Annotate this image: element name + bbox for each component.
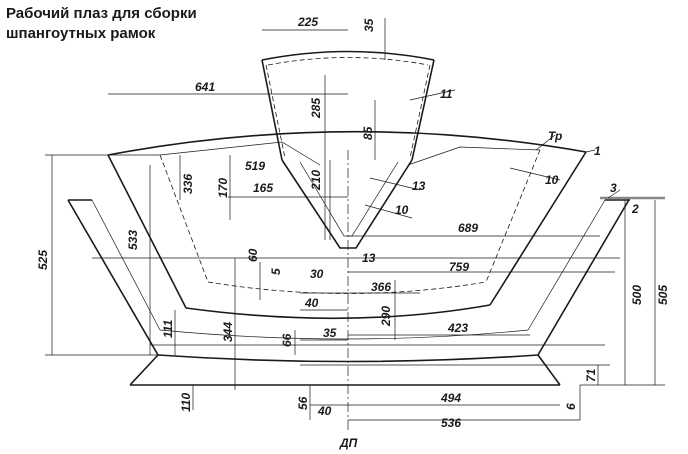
dim-35-top: 35 — [362, 18, 376, 32]
label-1: 1 — [594, 144, 601, 158]
label-tp: Тр — [548, 129, 562, 143]
frame2-inner-bottom — [159, 329, 529, 340]
dim-85: 85 — [361, 126, 375, 140]
drawing-title: Рабочий плаз для сборки шпангоутных рамо… — [6, 4, 246, 44]
cockpit-top-arc — [261, 50, 435, 61]
dim-344: 344 — [221, 322, 235, 342]
dim-225: 225 — [297, 15, 318, 29]
cockpit-dash-right — [409, 64, 431, 159]
dim-10-center: 10 — [395, 203, 409, 217]
title-line-2: шпангоутных рамок — [6, 25, 156, 42]
dim-35-b: 35 — [323, 326, 337, 340]
frame2-inner-left — [91, 199, 161, 331]
leader-13 — [369, 177, 421, 191]
dim-165: 165 — [253, 181, 273, 195]
dim-689: 689 — [458, 221, 478, 235]
leader-3 — [607, 189, 621, 199]
dim-536: 536 — [441, 416, 461, 430]
leader-10-right — [509, 167, 561, 181]
cockpit-dash-top — [267, 57, 429, 66]
dim-56: 56 — [296, 396, 310, 410]
dim-10-right: 10 — [545, 173, 559, 187]
label-2: 2 — [631, 202, 639, 216]
frame3-right — [537, 354, 561, 386]
dim-285: 285 — [309, 98, 323, 119]
dim-11: 11 — [440, 87, 453, 101]
dim-641: 641 — [195, 80, 215, 94]
title-line-1: Рабочий плаз для сборки — [6, 5, 197, 22]
keel-v — [281, 159, 413, 249]
dim-6: 6 — [564, 403, 578, 410]
label-3: 3 — [610, 181, 617, 195]
dim-66: 66 — [280, 333, 294, 347]
dim-30: 30 — [310, 267, 324, 281]
dim-525: 525 — [36, 250, 50, 270]
leader-tp — [535, 134, 556, 151]
cockpit-dash-left — [265, 64, 286, 159]
cockpit-side-left — [261, 59, 283, 161]
dim-505: 505 — [656, 285, 670, 305]
label-dp: ДП — [339, 436, 358, 450]
dim-519: 519 — [245, 159, 265, 173]
dim-210: 210 — [309, 170, 323, 191]
frame1-side-right — [489, 151, 587, 306]
dim-533: 533 — [126, 230, 140, 250]
frame2-side-right — [537, 197, 631, 356]
dim-13-b: 13 — [362, 251, 376, 265]
leader-11 — [409, 89, 456, 101]
frame1-deck-arc — [107, 130, 587, 156]
frame1-inner-left — [159, 154, 209, 283]
frame3-left — [129, 354, 159, 386]
frame1-inner-top-right — [407, 146, 541, 166]
dim-423: 423 — [447, 321, 468, 335]
dim-366: 366 — [371, 280, 391, 294]
dim-13-a: 13 — [412, 179, 426, 193]
dim-759: 759 — [449, 260, 469, 274]
frame1-bottom-arc — [185, 304, 491, 320]
dim-500: 500 — [630, 285, 644, 305]
frame2-bottom — [157, 354, 539, 363]
dim-170: 170 — [216, 178, 230, 198]
frame2-side-left — [67, 199, 159, 356]
frame1-side-left — [107, 154, 187, 309]
frame1-inner-bottom — [207, 281, 487, 294]
leader-10 — [364, 204, 413, 219]
frame1-inner-right — [485, 149, 541, 283]
dim-494: 494 — [440, 391, 461, 405]
dim-60: 60 — [246, 248, 260, 262]
dim-5: 5 — [269, 268, 283, 275]
dim-290: 290 — [379, 306, 393, 327]
dim-40-a: 40 — [304, 296, 319, 310]
dim-336: 336 — [181, 174, 195, 194]
dim-110: 110 — [179, 393, 193, 412]
cockpit-side-right — [411, 59, 435, 161]
leader-1 — [585, 149, 596, 153]
dim-71: 71 — [584, 368, 598, 382]
frame2-inner-right — [527, 199, 606, 331]
dim-40-b: 40 — [317, 404, 332, 418]
frame1-inner-top-left — [159, 141, 321, 166]
dim-111: 111 — [161, 319, 175, 338]
